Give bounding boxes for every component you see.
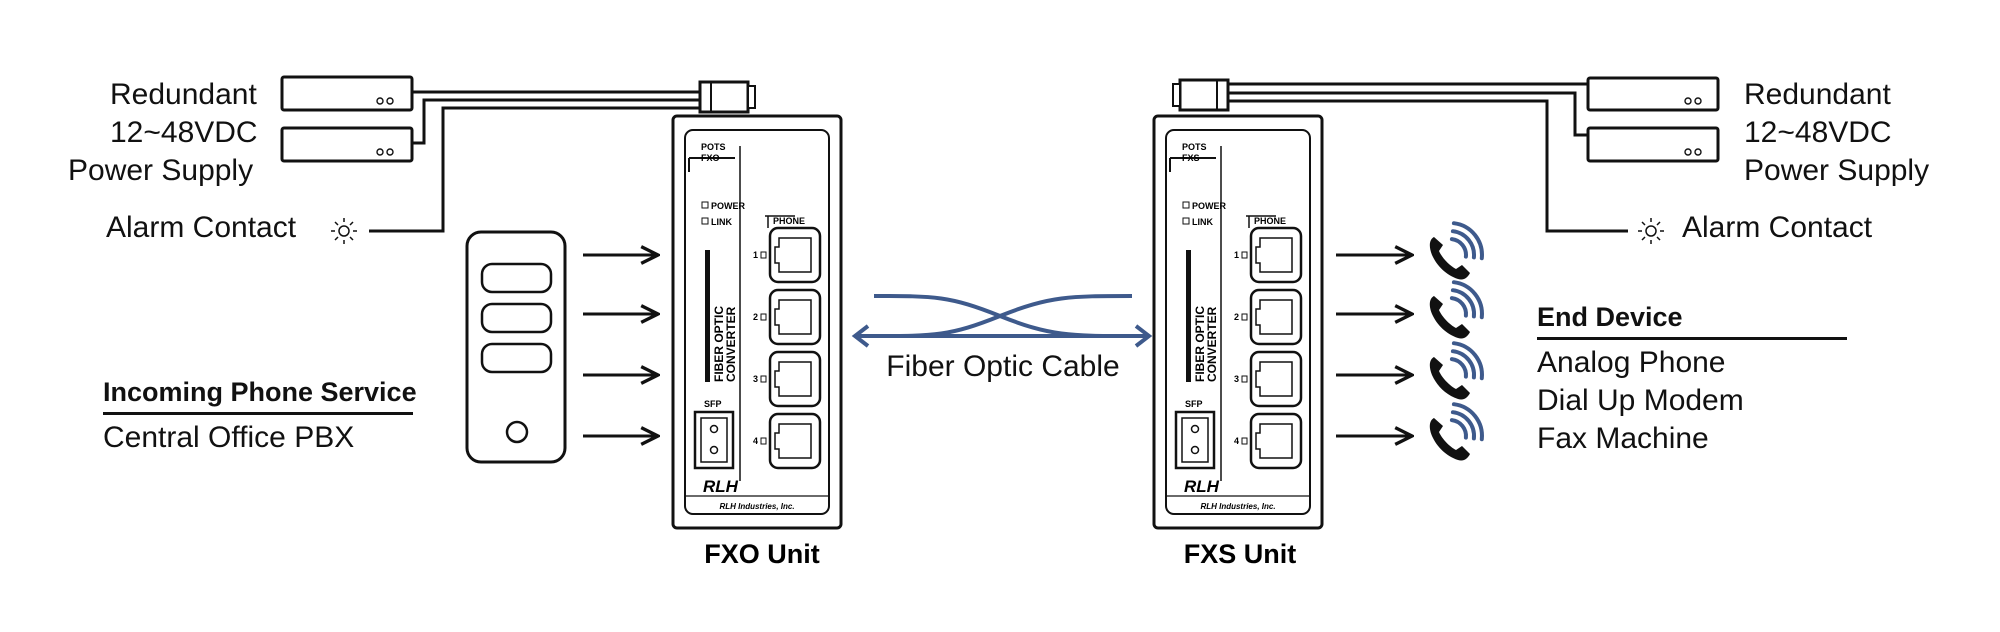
fxo-unit-caption: FXO Unit xyxy=(704,539,820,569)
end-device-title: End Device xyxy=(1537,300,1847,340)
fiber-optic-cable-label: Fiber Optic Cable xyxy=(886,350,1119,383)
right-power-supply-label-3: Power Supply xyxy=(1744,154,1930,187)
fxo-sfp-label: SFP xyxy=(704,399,722,409)
fxs-phone-label: PHONE xyxy=(1254,216,1286,226)
fxs-vertical-label-2: CONVERTER xyxy=(1205,306,1219,382)
left-power-supply-label-2: 12~48VDC xyxy=(110,116,258,149)
fxo-port-3: 3 xyxy=(753,374,758,384)
fxo-logo: RLH xyxy=(703,477,739,496)
fxs-panel-top: POTS xyxy=(1182,142,1207,152)
fxs-maker: RLH Industries, Inc. xyxy=(1200,502,1275,511)
incoming-phone-service-title: Incoming Phone Service xyxy=(103,375,417,415)
fxs-sfp-label: SFP xyxy=(1185,399,1203,409)
phone-handset-icon xyxy=(1429,341,1484,400)
fxo-vertical-label-1: FIBER OPTIC xyxy=(712,306,726,382)
end-device-item-1: Analog Phone xyxy=(1537,346,1726,379)
fxs-led-link: LINK xyxy=(1192,217,1213,227)
fxo-led-link: LINK xyxy=(711,217,732,227)
fxs-to-phone-arrows xyxy=(1336,255,1412,436)
fxs-led-power: POWER xyxy=(1192,201,1227,211)
fxo-phone-label: PHONE xyxy=(773,216,805,226)
fxo-port-1: 1 xyxy=(753,250,758,260)
central-office-pbx-device xyxy=(465,230,567,464)
right-power-supply-label-1: Redundant xyxy=(1744,78,1891,111)
alarm-light-icon-left xyxy=(331,218,357,244)
fxo-power-connector xyxy=(698,80,756,114)
left-alarm-contact-label: Alarm Contact xyxy=(106,211,297,244)
fxs-port-4: 4 xyxy=(1234,436,1239,446)
phone-handset-icon xyxy=(1429,280,1484,339)
fiber-optic-cable xyxy=(851,294,1153,348)
left-power-supply-label-3: Power Supply xyxy=(68,154,254,187)
right-alarm-contact-label: Alarm Contact xyxy=(1682,211,1873,244)
central-office-pbx-label: Central Office PBX xyxy=(103,421,355,454)
fxo-led-power: POWER xyxy=(711,201,746,211)
fxo-port-2: 2 xyxy=(753,312,758,322)
end-device-item-3: Fax Machine xyxy=(1537,422,1709,455)
fxs-port-3: 3 xyxy=(1234,374,1239,384)
right-power-supply-label-2: 12~48VDC xyxy=(1744,116,1892,149)
right-power-supply-2 xyxy=(1586,126,1720,163)
pbx-to-fxo-arrows xyxy=(583,255,658,436)
fxs-logo: RLH xyxy=(1184,477,1220,496)
fxs-port-2: 2 xyxy=(1234,312,1239,322)
fxo-panel-top: POTS xyxy=(701,142,726,152)
phone-icons xyxy=(1429,221,1484,461)
alarm-light-icon-right xyxy=(1638,218,1664,244)
left-power-wiring xyxy=(369,90,700,233)
fxs-vertical-label-1: FIBER OPTIC xyxy=(1193,306,1207,382)
fxo-unit: POTS FXO POWER LINK PHONE 1 2 3 4 FIBER … xyxy=(671,114,843,530)
right-power-supply-1 xyxy=(1586,76,1720,112)
fxs-unit: POTS FXS POWER LINK PHONE 1 2 3 4 FIBER … xyxy=(1152,114,1324,530)
fxo-vertical-label-2: CONVERTER xyxy=(724,306,738,382)
right-power-wiring xyxy=(1228,82,1628,233)
fxs-port-1: 1 xyxy=(1234,250,1239,260)
fxs-unit-caption: FXS Unit xyxy=(1184,539,1297,569)
fxs-panel-sub: FXS xyxy=(1182,153,1200,163)
end-device-item-2: Dial Up Modem xyxy=(1537,384,1744,417)
fxo-panel-sub: FXO xyxy=(701,153,720,163)
fxo-maker: RLH Industries, Inc. xyxy=(719,502,794,511)
phone-handset-icon xyxy=(1429,402,1484,461)
left-power-supply-label-1: Redundant xyxy=(110,78,257,111)
fxs-power-connector xyxy=(1172,78,1230,112)
left-power-supply-2 xyxy=(280,126,414,163)
left-power-supply-1 xyxy=(280,75,414,112)
phone-handset-icon xyxy=(1429,221,1484,280)
fxo-port-4: 4 xyxy=(753,436,758,446)
